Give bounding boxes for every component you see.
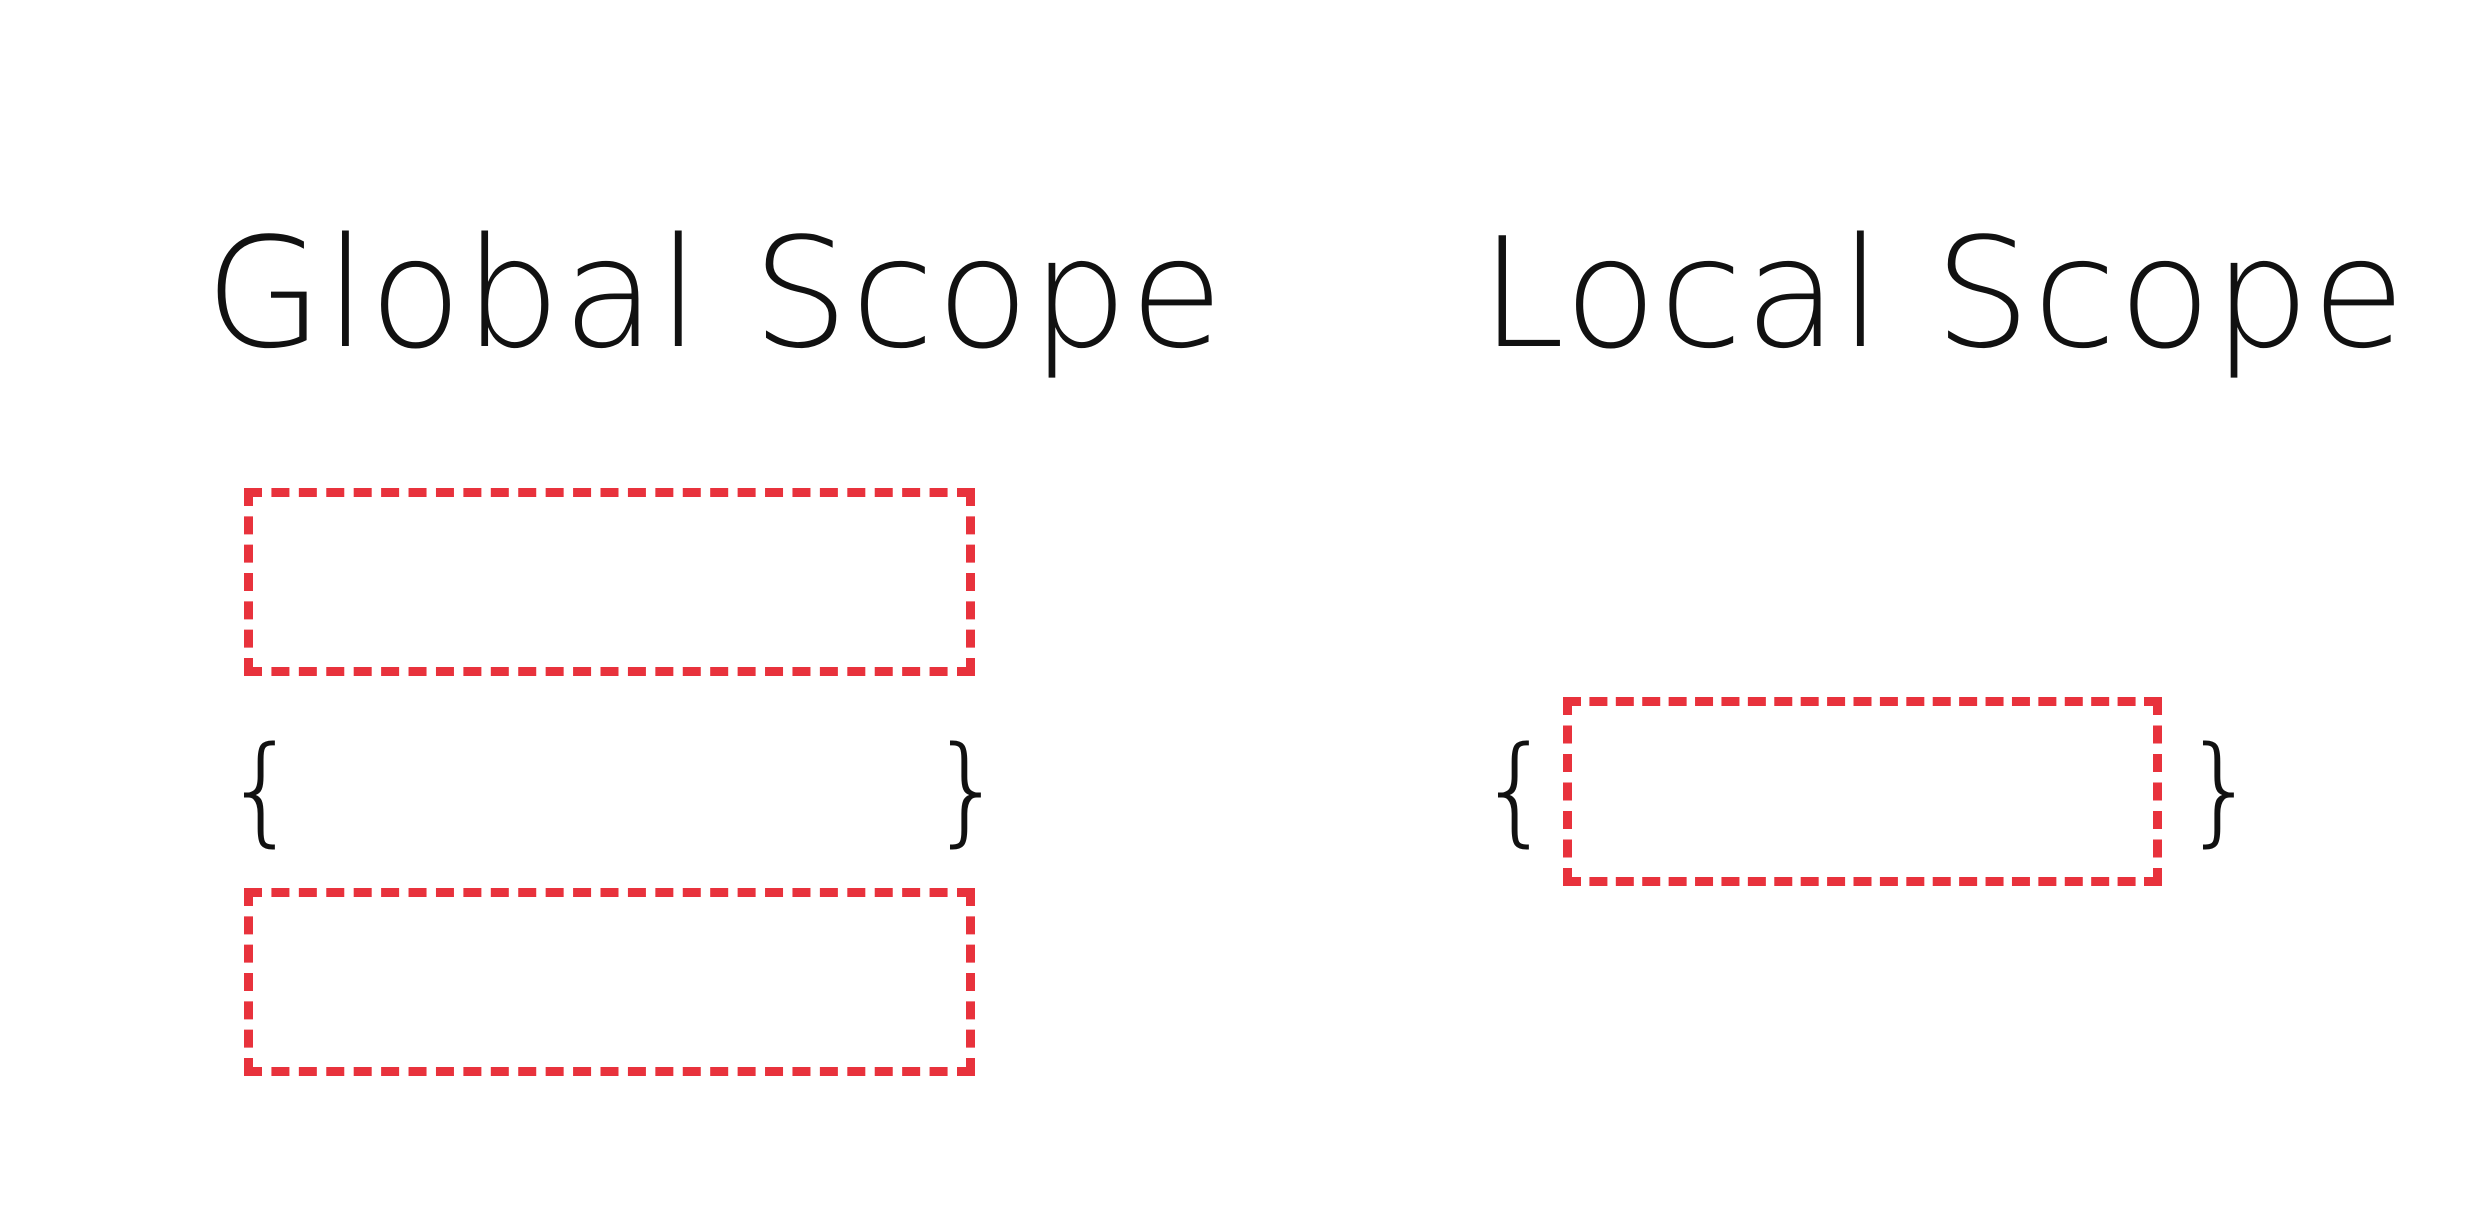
- local-close-brace: }: [2183, 720, 2259, 858]
- local-scope-box: [1563, 697, 2162, 886]
- global-scope-title: Global Scope: [205, 205, 1226, 382]
- global-scope-bottom-box: [244, 888, 975, 1076]
- global-scope-top-box: [244, 488, 975, 676]
- global-close-brace: }: [930, 720, 1006, 858]
- local-scope-title: Local Scope: [1480, 205, 2408, 382]
- local-open-brace: {: [1478, 720, 1554, 858]
- global-open-brace: {: [224, 720, 300, 858]
